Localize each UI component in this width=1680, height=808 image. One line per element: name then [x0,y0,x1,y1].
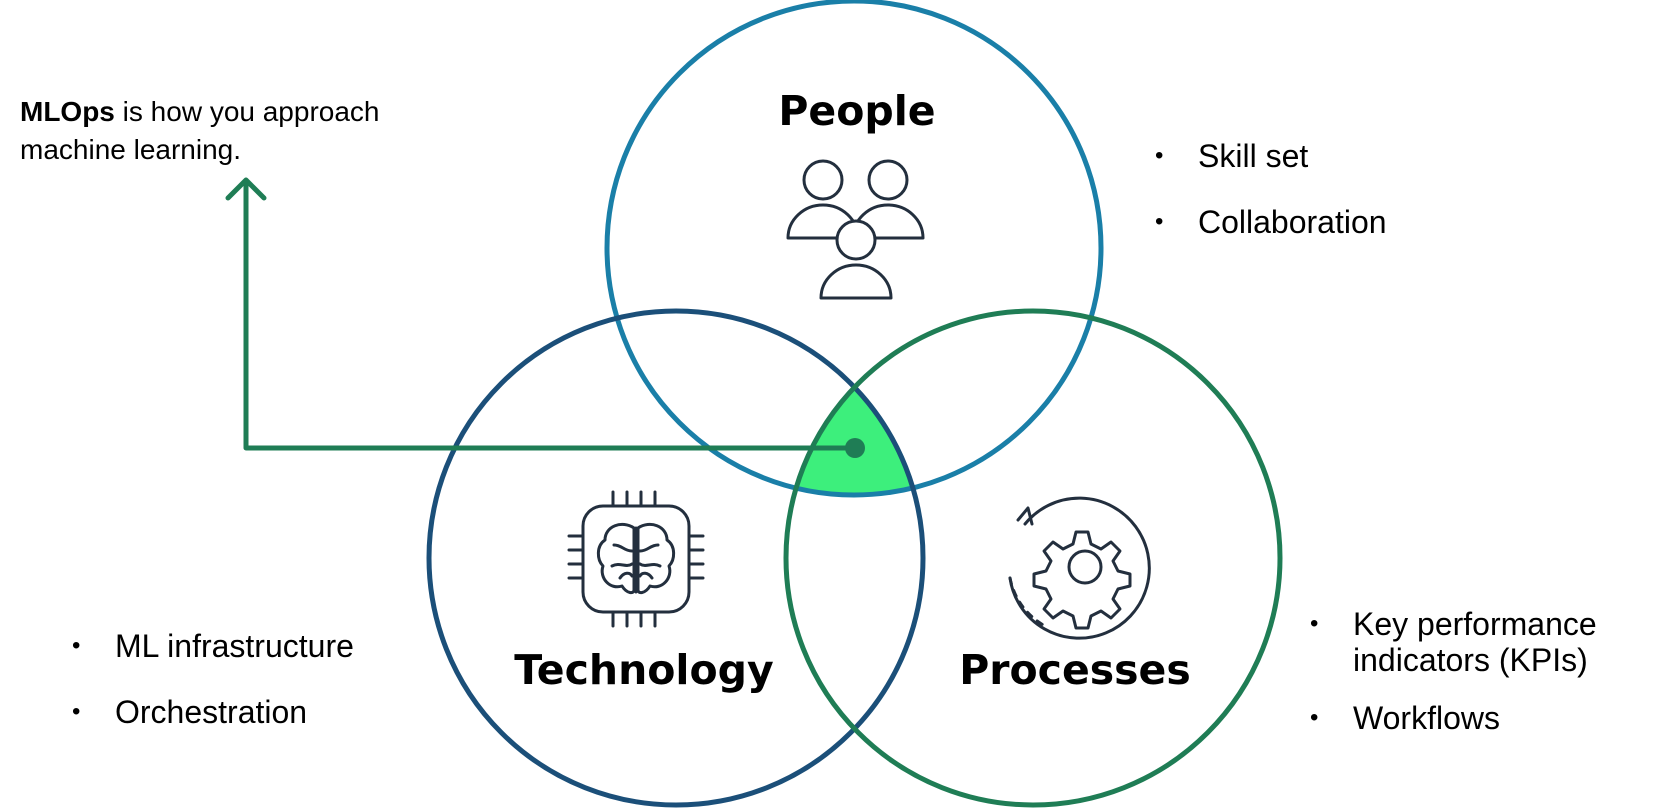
technology-circle [426,308,926,808]
people-title: People [778,87,935,135]
people-group-icon [786,159,925,300]
mlops-callout: MLOps is how you approach machine learnin… [20,93,440,169]
callout-arrow [225,177,858,451]
people-bullet: Skill set [1155,138,1387,174]
processes-bullet: Workflows [1310,700,1650,736]
brain-chip-icon [567,490,705,628]
callout-text-line2: machine learning. [20,134,242,165]
people-circle [604,0,1104,498]
people-bullet-list: Skill set Collaboration [1155,138,1387,270]
callout-text-line1: is how you approach [114,96,380,127]
processes-bullet-list: Key performance indicators (KPIs) Workfl… [1310,606,1650,758]
callout-bold-term: MLOps [20,96,115,127]
technology-bullet: ML infrastructure [72,628,354,664]
technology-title: Technology [514,646,773,694]
people-bullet: Collaboration [1155,204,1387,240]
technology-bullet: Orchestration [72,694,354,730]
processes-title: Processes [959,646,1191,694]
processes-bullet: Key performance indicators (KPIs) [1310,606,1650,678]
technology-bullet-list: ML infrastructure Orchestration [72,628,354,760]
arrow-origin-dot [845,438,865,458]
gear-cycle-icon [1008,496,1151,640]
processes-circle [783,308,1283,808]
